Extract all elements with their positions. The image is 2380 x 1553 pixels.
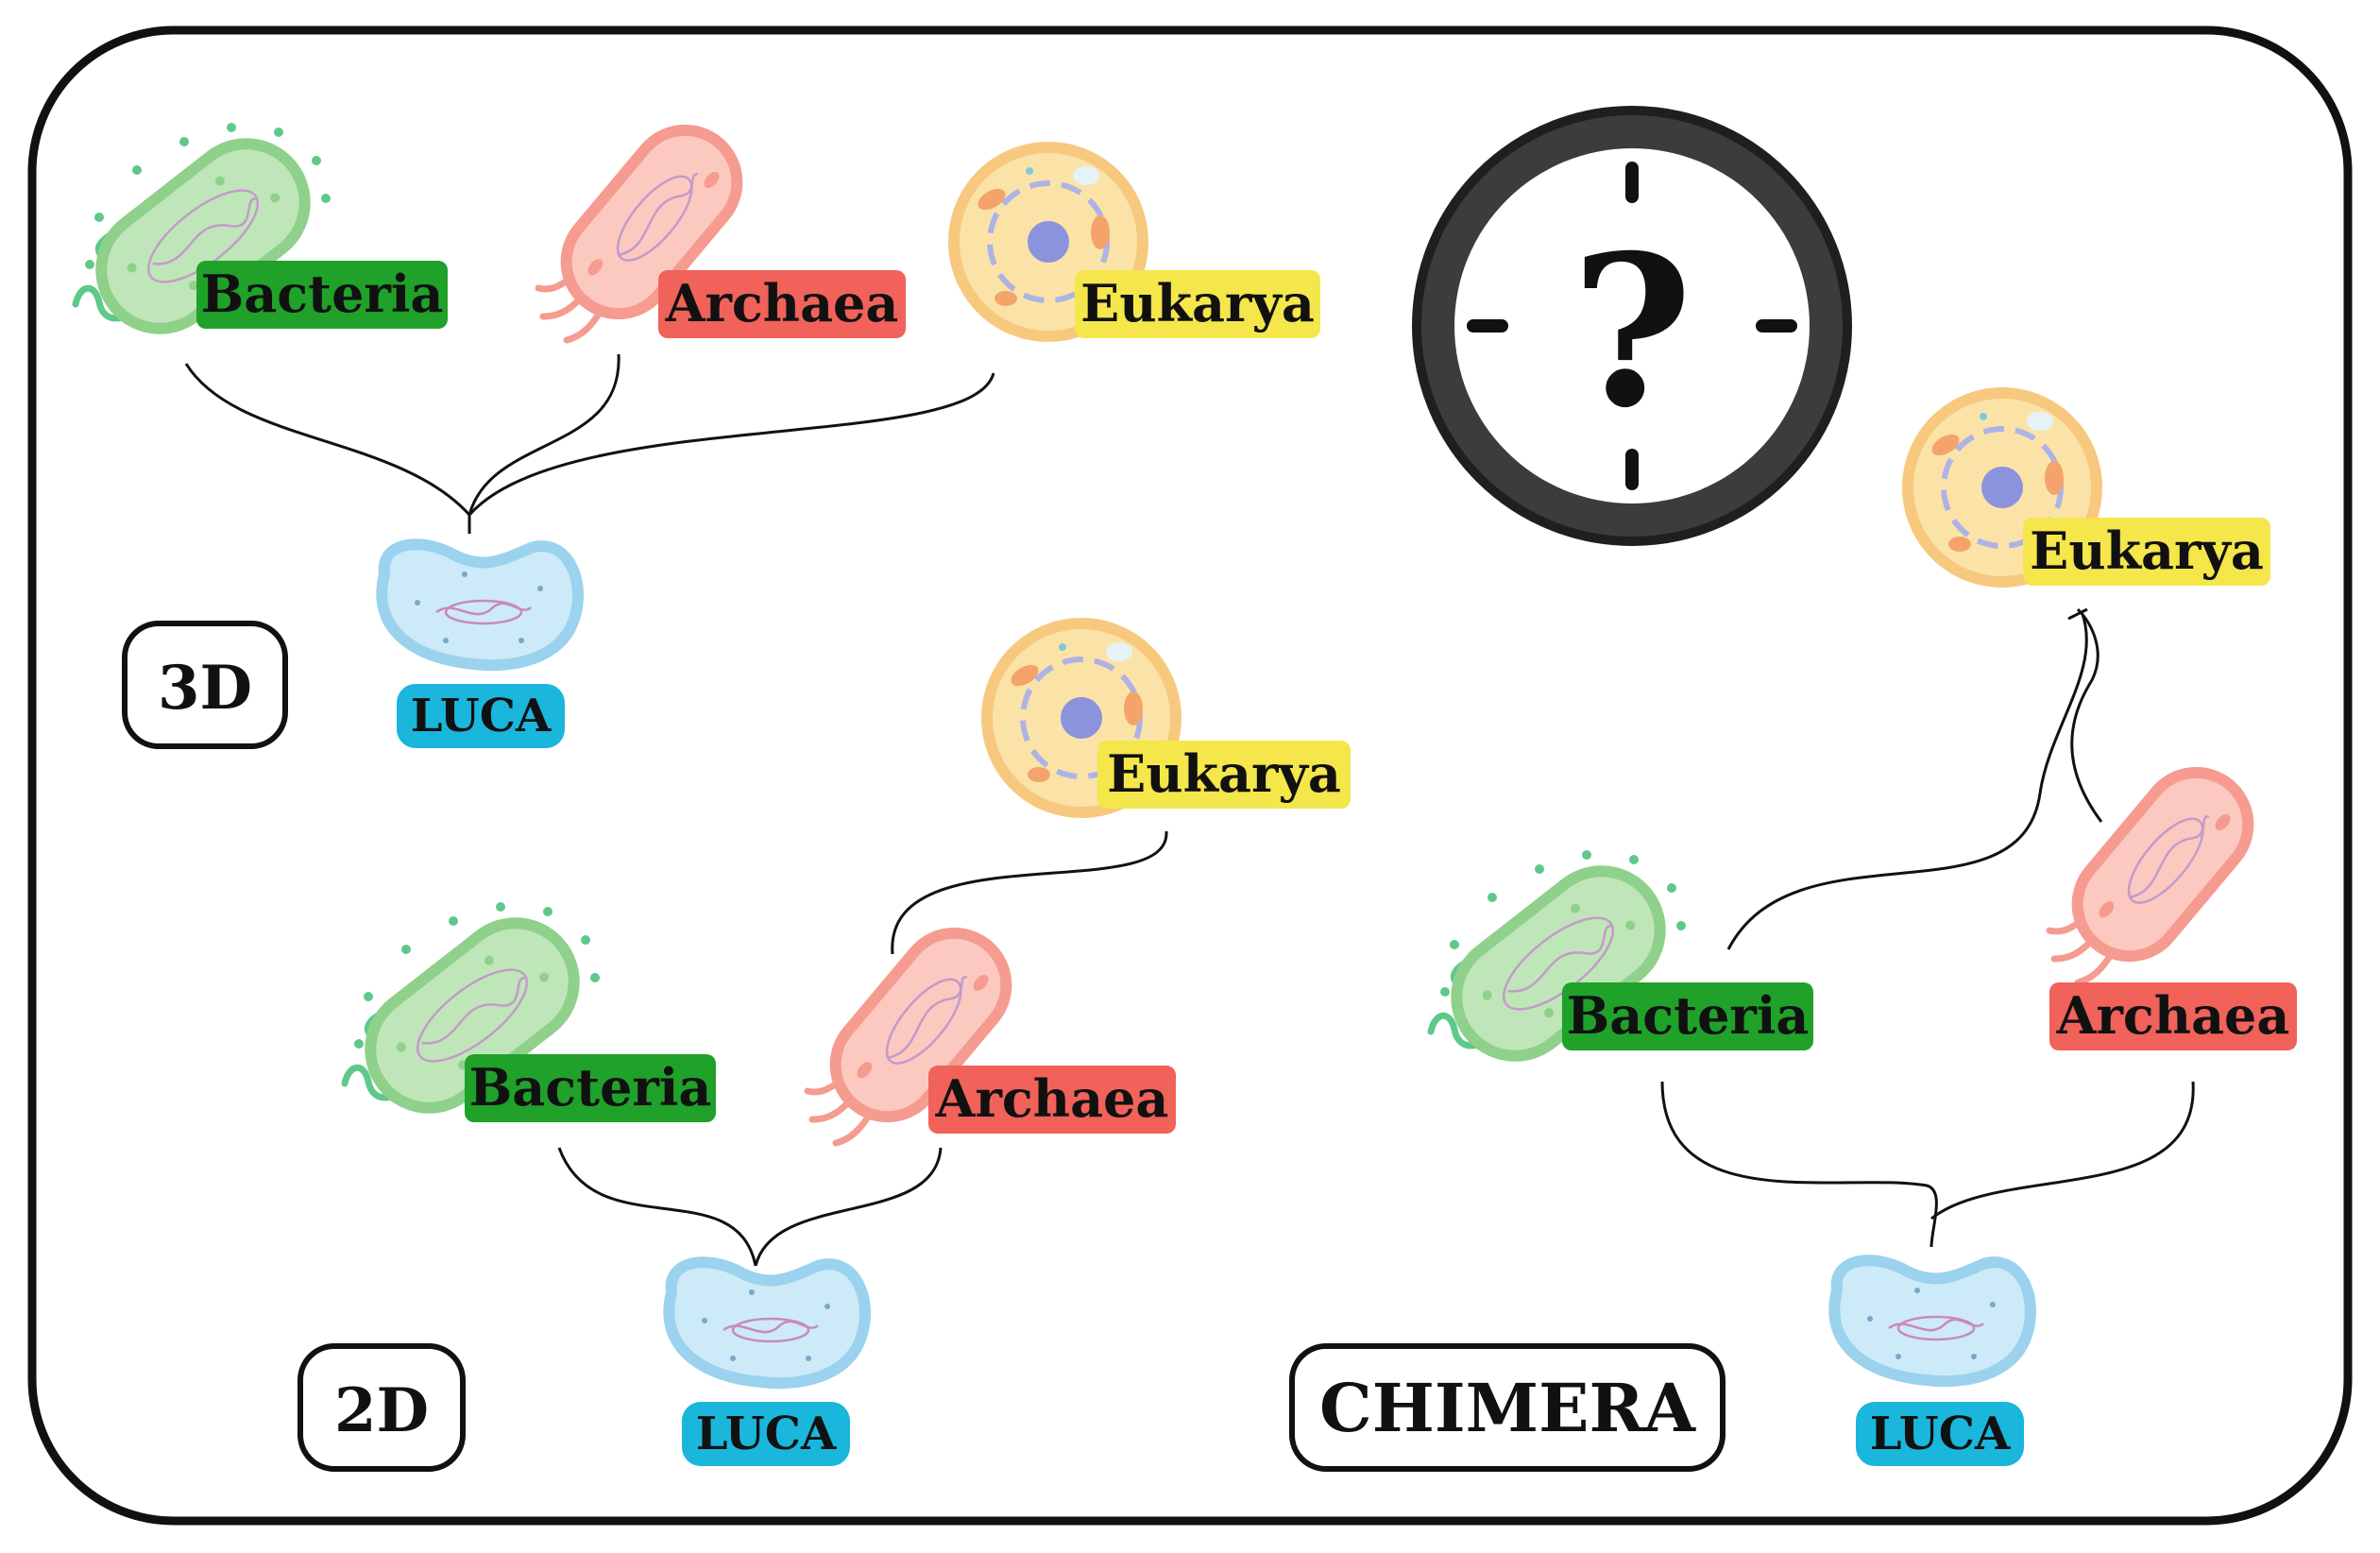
luca-label: LUCA <box>1856 1402 2024 1466</box>
chimera-tree-lines <box>1660 607 2195 1248</box>
eukarya-label: Eukarya <box>1097 741 1351 809</box>
three-domain-badge: 3D <box>122 621 288 749</box>
luca-label: LUCA <box>682 1402 850 1466</box>
eukarya-label: Eukarya <box>2023 518 2270 586</box>
svg-text:Bacteria: Bacteria <box>1567 985 1810 1046</box>
svg-text:Archaea: Archaea <box>2056 985 2290 1046</box>
svg-text:Eukarya: Eukarya <box>1107 743 1341 804</box>
chimera-badge: CHIMERA <box>1289 1343 1726 1472</box>
svg-text:?: ? <box>1572 209 1693 453</box>
svg-text:Eukarya: Eukarya <box>1080 273 1315 333</box>
three-domain-tree-lines <box>184 353 995 534</box>
svg-text:Archaea: Archaea <box>665 273 899 333</box>
svg-text:Eukarya: Eukarya <box>2030 521 2264 581</box>
svg-text:2D: 2D <box>334 1375 429 1446</box>
svg-text:LUCA: LUCA <box>1870 1408 2011 1460</box>
luca-cell-icon <box>1834 1260 2031 1381</box>
archaea-label: Archaea <box>658 270 906 338</box>
two-domain-badge: 2D <box>298 1343 466 1472</box>
clock-question-icon: ? <box>1412 106 1852 546</box>
eukarya-label: Eukarya <box>1075 270 1320 338</box>
svg-text:Bacteria: Bacteria <box>469 1057 712 1118</box>
svg-text:Archaea: Archaea <box>935 1068 1169 1129</box>
bacteria-label: Bacteria <box>196 261 448 329</box>
svg-text:CHIMERA: CHIMERA <box>1319 1369 1697 1447</box>
luca-cell-icon <box>382 544 578 665</box>
svg-text:3D: 3D <box>158 653 252 724</box>
luca-cell-icon <box>669 1262 865 1383</box>
svg-text:LUCA: LUCA <box>696 1408 837 1460</box>
svg-text:Bacteria: Bacteria <box>201 264 444 324</box>
archaea-label: Archaea <box>928 1066 1176 1134</box>
bacteria-label: Bacteria <box>1562 982 1813 1050</box>
archaea-label: Archaea <box>2049 982 2297 1050</box>
luca-label: LUCA <box>397 684 565 748</box>
svg-text:LUCA: LUCA <box>411 690 552 742</box>
bacteria-label: Bacteria <box>465 1054 716 1122</box>
two-domain-tree-lines <box>557 830 1168 1267</box>
